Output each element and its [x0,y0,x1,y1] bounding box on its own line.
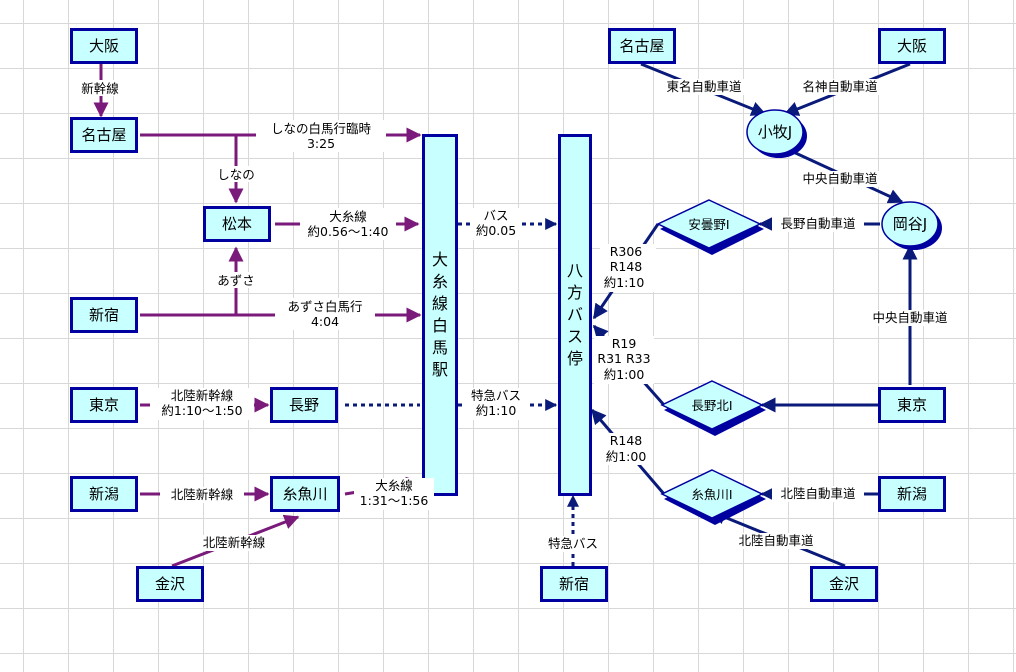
label-nagano-kita-i: 長野北I [691,398,732,413]
label-shinano-rinji: しなの白馬行臨時 [271,121,372,136]
box-kanazawa-rail: 金沢 [136,566,204,602]
label-matsumoto: 松本 [222,215,252,233]
label-nagano: 長野 [289,396,319,414]
label-shinano-rinji-time: 3:25 [307,136,335,151]
label-express-bus-bottom: 特急バス [548,536,598,551]
label-osaka-road: 大阪 [897,37,927,55]
label-express-bus: 特急バス [471,388,521,403]
node-okaya-j: 岡谷J [881,201,942,250]
label-bus: バス [483,208,508,223]
label-r148-a: R148 [610,259,643,274]
label-azusa-hakuba-time: 4:04 [311,314,339,329]
box-itoigawa: 糸魚川 [270,476,340,512]
box-kanazawa-road: 金沢 [810,566,878,602]
label-azumino-i: 安曇野I [688,217,729,232]
label-express-bus-time: 約1:10 [476,403,517,418]
box-niigata-rail: 新潟 [70,476,138,512]
box-shinjuku-road: 新宿 [540,566,608,602]
label-hakuba-station: 大糸線白馬駅 [432,250,448,379]
label-nagoya-rail: 名古屋 [81,126,126,144]
label-shinano: しなの [217,167,255,182]
label-r31-r33: R31 R33 [597,351,650,366]
node-komaki-j: 小牧J [746,109,807,158]
rail-labels: 新幹線 しなの白馬行臨時 3:25 しなの 大糸線 約0.56～1:40 あずさ… [74,80,604,552]
label-shinkansen: 新幹線 [81,81,119,96]
label-kanazawa-road: 金沢 [829,575,859,593]
box-osaka-rail: 大阪 [70,28,138,64]
label-r19: R19 [612,336,637,351]
label-r148-a-time: 約1:10 [604,275,645,290]
box-tokyo-road: 東京 [878,387,946,423]
label-itoigawa-i: 糸魚川I [691,487,732,502]
label-nagoya-road: 名古屋 [619,37,664,55]
box-niigata-road: 新潟 [878,476,946,512]
rail-boxes: 大阪 名古屋 松本 新宿 東京 長野 新 [70,28,458,602]
label-r19-time: 約1:00 [604,367,645,382]
label-osaka-rail: 大阪 [89,37,119,55]
label-oito-1-time: 約0.56～1:40 [308,224,389,239]
label-r148-b: R148 [610,433,643,448]
label-hokuriku-expwy-2: 北陸自動車道 [738,533,814,548]
box-nagoya-rail: 名古屋 [70,117,138,153]
label-shinjuku-rail: 新宿 [89,306,119,324]
label-hokuriku-kanazawa: 北陸新幹線 [203,535,266,550]
label-bus-time: 約0.05 [476,223,516,238]
label-r148-b-time: 約1:00 [606,449,647,464]
label-r306: R306 [610,244,643,259]
label-hokuriku-tokyo: 北陸新幹線 [171,388,234,403]
label-niigata-road: 新潟 [897,485,927,503]
box-hakuba-station: 大糸線白馬駅 [422,134,458,496]
node-itoigawa-i: 糸魚川I [660,469,766,525]
label-tomei: 東名自動車道 [666,79,742,94]
label-azusa: あずさ [217,273,255,288]
node-azumino-i: 安曇野I [656,199,764,255]
label-okaya-j: 岡谷J [893,215,927,233]
road-boxes: 八方バス停 名古屋 大阪 小牧J 岡谷J 安曇野I [540,28,946,602]
label-bus-stop: 八方バス停 [567,261,583,368]
node-nagano-kita-i: 長野北I [660,380,766,436]
label-itoigawa: 糸魚川 [282,485,327,503]
label-oito-2-time: 1:31～1:56 [360,493,429,508]
box-bus-stop: 八方バス停 [558,134,592,496]
label-chuo-1: 中央自動車道 [802,171,878,186]
label-hokuriku-tokyo-time: 約1:10～1:50 [161,403,242,418]
road-labels: 東名自動車道 名神自動車道 中央自動車道 長野自動車道 中央自動車道 北陸自動車… [594,79,958,549]
label-tokyo-rail: 東京 [89,396,119,414]
label-tokyo-road: 東京 [897,396,927,414]
label-oito-1: 大糸線 [329,209,367,224]
label-komaki-j: 小牧J [758,123,792,141]
box-nagano: 長野 [270,387,338,423]
dotted-lines [345,218,579,566]
label-hokuriku-niigata: 北陸新幹線 [171,487,234,502]
label-kanazawa-rail: 金沢 [155,575,185,593]
label-azusa-hakuba: あずさ白馬行 [287,299,362,314]
label-oito-2: 大糸線 [375,478,413,493]
label-niigata-rail: 新潟 [89,485,119,503]
box-tokyo-rail: 東京 [70,387,138,423]
box-shinjuku-rail: 新宿 [70,297,138,333]
label-meishin: 名神自動車道 [802,79,878,94]
label-nagano-expwy: 長野自動車道 [780,216,856,231]
box-osaka-road: 大阪 [878,28,946,64]
box-matsumoto: 松本 [203,206,271,242]
label-shinjuku-road: 新宿 [559,575,589,593]
label-hokuriku-expwy-1: 北陸自動車道 [780,486,856,501]
box-nagoya-road: 名古屋 [608,28,676,64]
label-chuo-2: 中央自動車道 [872,310,948,325]
